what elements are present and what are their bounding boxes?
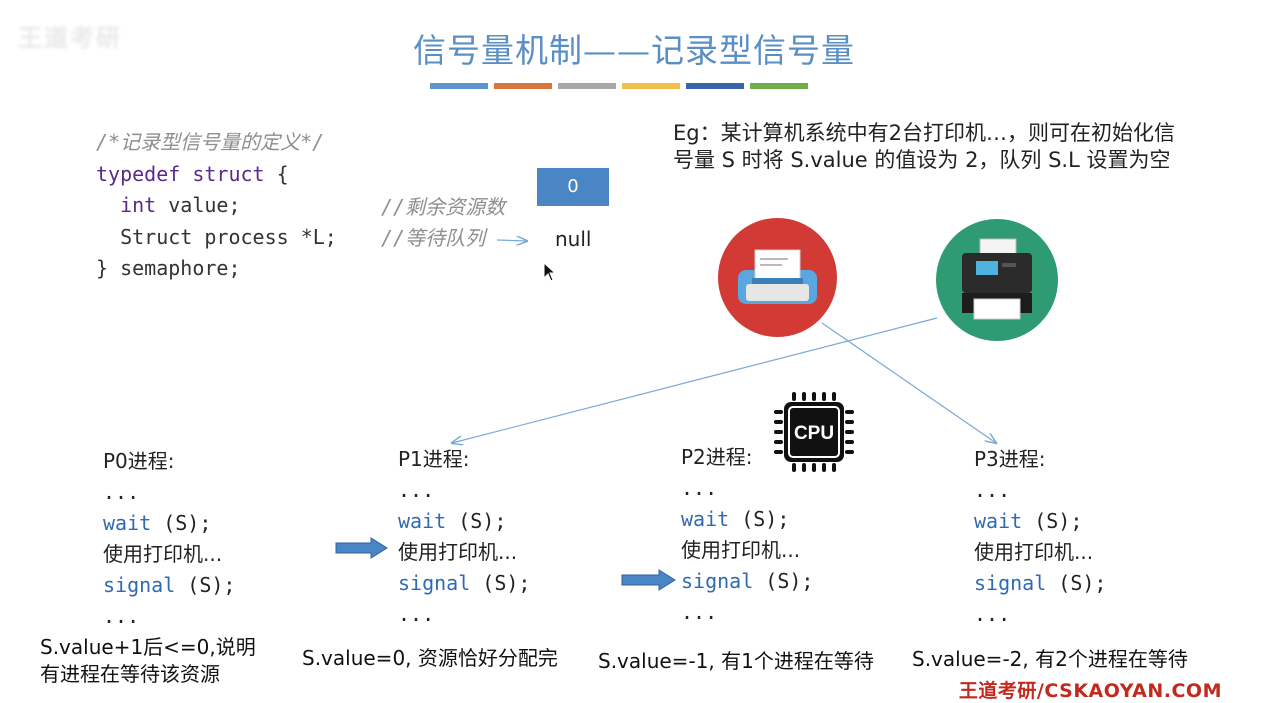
title-bar-6 [750,83,808,89]
queue-field: Struct process *L; [120,224,337,249]
value-field: value; [156,193,241,217]
use-printer: 使用打印机... [398,540,518,564]
note-p0-line1: S.value+1后<=0,说明 [40,635,256,659]
definition-comment: /*记录型信号量的定义*/ [96,130,325,154]
example-description: Eg：某计算机系统中有2台打印机…，则可在初始化信号量 S 时将 S.value… [673,121,1175,172]
process-p1: P1进程: ... wait (S); 使用打印机... signal (S);… [398,444,530,630]
signal-call: signal [398,571,471,595]
queue-comment: //等待队列 [381,226,486,250]
process-name: P0进程: [103,449,175,473]
title-bar-1 [430,83,488,89]
signal-call: signal [681,569,754,593]
wait-call: wait [103,511,152,535]
note-p1: S.value=0, 资源恰好分配完 [302,646,558,670]
cpu-label: CPU [794,423,834,444]
signal-arg: (S); [175,573,236,597]
signal-call: signal [103,573,176,597]
queue-null-value: null [555,227,592,251]
signal-arg: (S); [1046,571,1107,595]
note-p3: S.value=-2, 有2个进程在等待 [912,647,1188,671]
title-bar-3 [558,83,616,89]
int-keyword: int [120,193,157,217]
close-brace: } semaphore; [96,256,241,280]
title-bar-5 [686,83,744,89]
process-name: P3进程: [974,447,1046,471]
process-p0: P0进程: ... wait (S); 使用打印机... signal (S);… [103,446,235,632]
dots: ... [103,480,140,504]
wait-arg: (S); [446,509,507,533]
cpu-icon: CPU [770,388,858,480]
dots: ... [681,476,718,500]
queue-arrow [496,240,527,241]
wait-arg: (S); [729,507,790,531]
cursor-icon [543,261,557,286]
semaphore-definition-code: /*记录型信号量的定义*/ typedef struct { int value… [96,127,337,285]
note-p0: S.value+1后<=0,说明 有进程在等待该资源 [40,634,256,688]
wait-call: wait [398,509,447,533]
wait-arg: (S); [151,511,212,535]
process-p2: P2进程: ... wait (S); 使用打印机... signal (S);… [681,442,813,628]
open-brace: { [264,161,289,186]
wait-call: wait [681,507,730,531]
process-p3: P3进程: ... wait (S); 使用打印机... signal (S);… [974,444,1106,630]
dots: ... [398,478,435,502]
dots: ... [974,602,1011,626]
note-p2: S.value=-1, 有1个进程在等待 [598,649,874,673]
signal-arg: (S); [753,569,814,593]
note-p0-line2: 有进程在等待该资源 [40,662,220,686]
signal-call: signal [974,571,1047,595]
slide-title: 信号量机制——记录型信号量 [413,31,855,70]
title-bar-4 [622,83,680,89]
footer-brand: 王道考研/CSKAOYAN.COM [958,680,1222,702]
watermark-logo: 王道考研 [18,24,122,52]
dots: ... [103,604,140,628]
title-underline-bars [430,83,808,89]
dots: ... [398,602,435,626]
use-printer: 使用打印机... [974,540,1094,564]
signal-arg: (S); [470,571,531,595]
value-box: 0 [537,168,609,206]
dots: ... [681,600,718,624]
wait-call: wait [974,509,1023,533]
use-printer: 使用打印机... [681,538,801,562]
printer1-to-p3-arrow [821,322,996,443]
title-bar-2 [494,83,552,89]
arrow-right-icon [335,537,388,559]
dots: ... [974,478,1011,502]
use-printer: 使用打印机... [103,542,223,566]
arrow-right-icon [621,569,676,591]
typedef-keyword: typedef struct [96,161,265,186]
printer2-to-p1-arrow [452,317,938,443]
printer-icon [718,218,837,337]
value-comment: //剩余资源数 [381,195,506,219]
process-name: P2进程: [681,445,753,469]
printer-icon [936,219,1058,341]
wait-arg: (S); [1022,509,1083,533]
process-name: P1进程: [398,447,470,471]
